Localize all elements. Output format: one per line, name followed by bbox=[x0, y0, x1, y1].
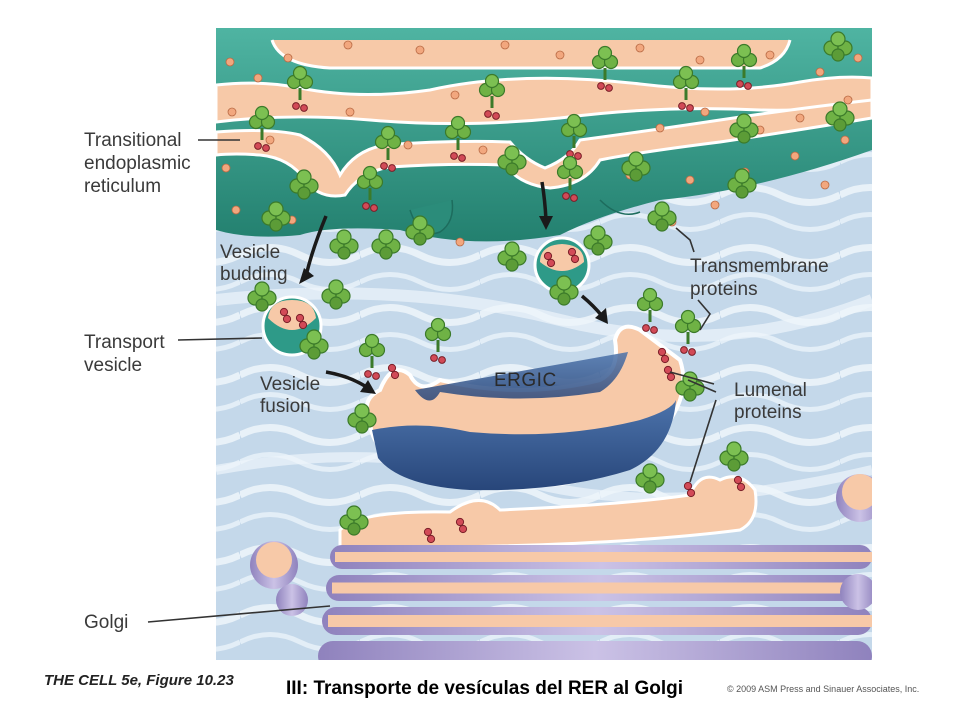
ergic-compartment bbox=[347, 287, 705, 491]
transport-vesicle bbox=[247, 279, 351, 360]
golgi-stack bbox=[250, 441, 872, 660]
diagram-labels: Transitional endoplasmic reticulum Vesic… bbox=[84, 130, 834, 633]
label-transport-vesicle: Transport vesicle bbox=[84, 332, 170, 376]
transitional-er bbox=[216, 28, 872, 242]
illustration-panel bbox=[216, 28, 872, 660]
slide-title: III: Transporte de vesículas del RER al … bbox=[286, 678, 684, 699]
label-transitional-er: Transitional endoplasmic reticulum bbox=[84, 130, 196, 197]
label-lumenal-proteins: Lumenal proteins bbox=[734, 380, 812, 423]
arrow-heads bbox=[299, 216, 608, 394]
label-vesicle-fusion: Vesicle fusion bbox=[260, 374, 325, 417]
copyright-notice: © 2009 ASM Press and Sinauer Associates,… bbox=[727, 684, 920, 694]
label-golgi: Golgi bbox=[84, 612, 128, 633]
label-vesicle-budding: Vesicle budding bbox=[220, 242, 288, 285]
label-ergic: ERGIC bbox=[494, 370, 557, 391]
label-transmembrane-proteins: Transmembrane proteins bbox=[690, 256, 834, 300]
budding-vesicle bbox=[497, 225, 613, 306]
figure-reference: THE CELL 5e, Figure 10.23 bbox=[44, 672, 234, 689]
leader-lines bbox=[147, 139, 717, 623]
